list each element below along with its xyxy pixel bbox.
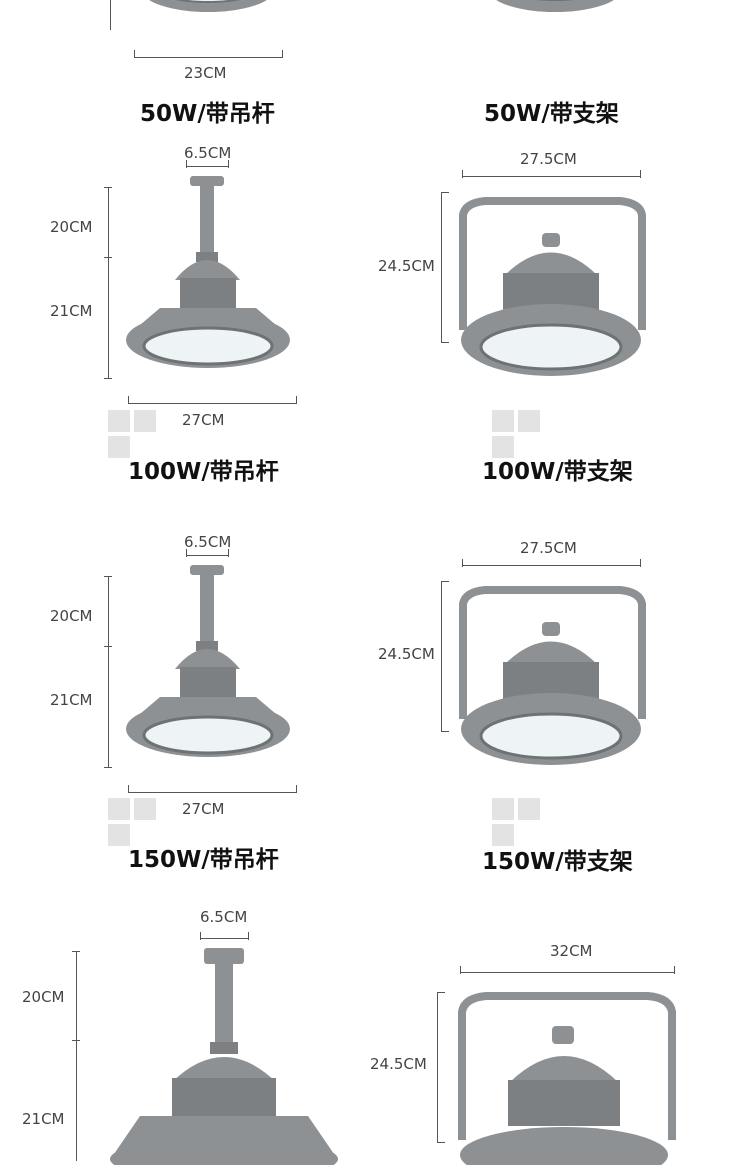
width-dimension-label: 27.5CM <box>520 539 577 557</box>
upper-height-label: 20CM <box>22 988 65 1006</box>
rod-dimension-label: 6.5CM <box>184 533 232 551</box>
width-dimension-line <box>460 972 674 973</box>
rod-dimension-label: 6.5CM <box>184 144 232 162</box>
height-dimension-line <box>437 992 438 1142</box>
height-dimension-line <box>441 581 442 731</box>
upper-height-label: 20CM <box>50 607 93 625</box>
lamp-50w-pendant-image <box>149 0 267 12</box>
width-dimension-line <box>462 176 640 177</box>
lamp-150w-bracket-image <box>459 586 646 765</box>
height-dimension-label: 24.5CM <box>378 257 435 275</box>
width-dimension-label: 27CM <box>182 411 225 429</box>
lamp-100w-pendant-image <box>126 176 290 368</box>
lower-height-label: 21CM <box>50 302 93 320</box>
height-dimension-line <box>108 187 109 378</box>
width-dimension-label: 32CM <box>550 942 593 960</box>
height-dimension-line <box>76 951 77 1161</box>
height-dimension-line <box>441 192 442 342</box>
width-dimension-label: 27CM <box>182 800 225 818</box>
product-title-100w-bracket: 100W/带支架 <box>482 459 633 485</box>
width-dimension-line <box>128 792 296 793</box>
product-title-150w-pendant: 150W/带吊杆 <box>128 847 279 873</box>
width-dimension-label: 23CM <box>184 64 227 82</box>
width-dimension-line <box>134 57 282 58</box>
product-title-150w-bracket: 150W/带支架 <box>482 849 633 875</box>
lamp-pendant-large-image <box>110 948 338 1165</box>
lamp-bracket-large-image <box>458 992 676 1165</box>
lower-height-label: 21CM <box>50 691 93 709</box>
width-dimension-line <box>128 403 296 404</box>
height-dimension-line <box>108 576 109 767</box>
product-title-50w-bracket: 50W/带支架 <box>484 101 619 127</box>
product-title-50w-pendant: 50W/带吊杆 <box>140 101 275 127</box>
height-dimension-label: 24.5CM <box>370 1055 427 1073</box>
upper-height-label: 20CM <box>50 218 93 236</box>
height-dimension-label: 24.5CM <box>378 645 435 663</box>
lower-height-label: 21CM <box>22 1110 65 1128</box>
rod-dimension-label: 6.5CM <box>200 908 248 926</box>
lamp-50w-bracket-image <box>496 0 614 12</box>
lamp-100w-bracket-image <box>459 197 646 376</box>
width-dimension-line <box>462 565 640 566</box>
width-dimension-label: 27.5CM <box>520 150 577 168</box>
product-title-100w-pendant: 100W/带吊杆 <box>128 459 279 485</box>
lamp-150w-pendant-image <box>126 565 290 757</box>
